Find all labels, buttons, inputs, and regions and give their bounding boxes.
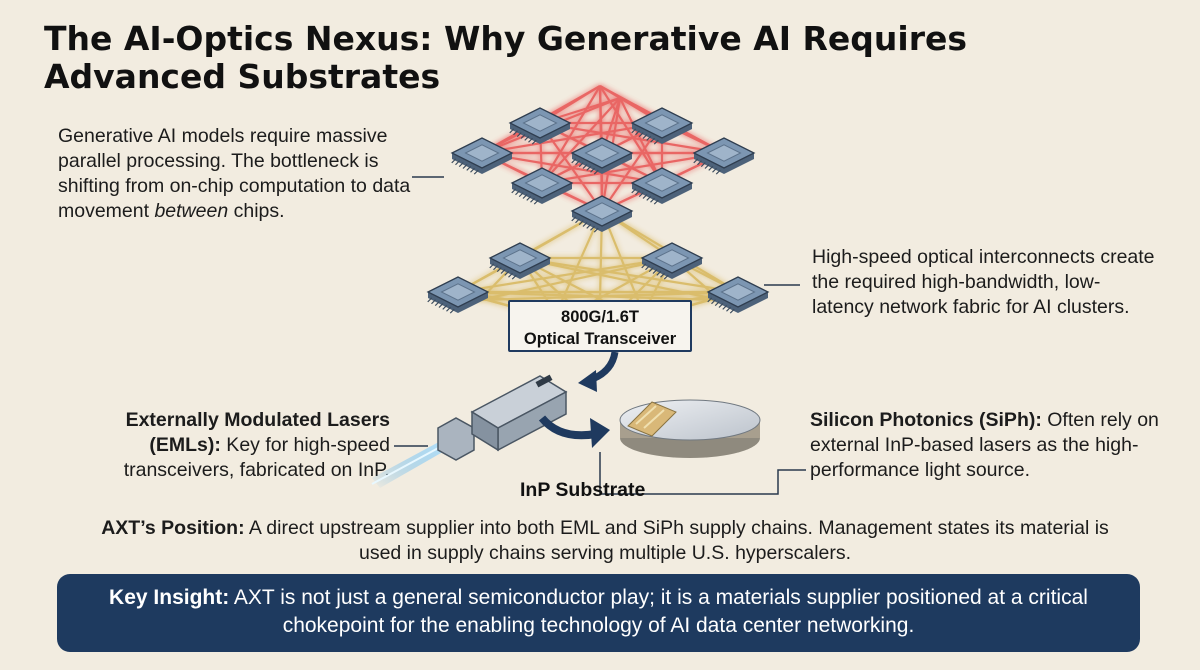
connector-line (668, 469, 806, 495)
generative-ai-description: Generative AI models require massive par… (58, 124, 438, 224)
chip-array (426, 107, 770, 314)
substrate-label: InP Substrate (520, 479, 646, 501)
substrate-arrow-head (590, 418, 610, 448)
transceiver-speed: 800G/1.6T (561, 308, 639, 326)
transceiver-callout: 800G/1.6T Optical Transceiver (508, 300, 692, 352)
processor-chip-icon (570, 195, 634, 233)
insight-label: Key Insight: (109, 586, 230, 609)
processor-chip-icon (450, 137, 514, 175)
siph-label: Silicon Photonics (SiPh): (810, 409, 1042, 431)
processor-chip-icon (630, 107, 694, 145)
processor-chip-icon (692, 137, 756, 175)
eml-label: Externally Modulated Lasers (EMLs): (125, 409, 390, 456)
processor-chip-icon (706, 276, 770, 314)
processor-chip-icon (570, 137, 634, 175)
processor-chip-icon (510, 167, 574, 205)
processor-chip-icon (426, 276, 490, 314)
axt-text: A direct upstream supplier into both EML… (244, 517, 1109, 564)
intro-text-before: Generative AI models require massive par… (58, 125, 411, 222)
intro-text-after: chips. (228, 200, 285, 222)
axt-position: AXT’s Position: A direct upstream suppli… (90, 516, 1120, 566)
substrate-arrow (538, 415, 597, 440)
axt-label: AXT’s Position: (101, 517, 245, 539)
connector-line (599, 452, 668, 495)
siph-text: Often rely on external InP-based lasers … (810, 409, 1159, 481)
page-title: The AI-Optics Nexus: Why Generative AI R… (44, 19, 968, 96)
processor-chip-icon (640, 242, 704, 280)
optical-transceiver-module (437, 374, 568, 461)
siph-description: Silicon Photonics (SiPh): Often rely on … (810, 408, 1160, 483)
key-insight-banner: Key Insight: AXT is not just a general s… (57, 574, 1140, 652)
processor-chip-icon (508, 107, 572, 145)
transceiver-label: Optical Transceiver (523, 330, 677, 348)
insight-text: AXT is not just a general semiconductor … (229, 586, 1088, 637)
transceiver-arrow-head (578, 370, 597, 392)
intro-emphasis: between (154, 200, 229, 222)
inp-wafer (619, 399, 761, 458)
optical-interconnect-description: High-speed optical interconnects create … (812, 246, 1155, 318)
processor-chip-icon (488, 242, 552, 280)
processor-chip-icon (630, 167, 694, 205)
eml-text: Key for high-speed transceivers, fabrica… (123, 434, 390, 481)
eml-description: Externally Modulated Lasers (EMLs): Key … (60, 408, 390, 483)
